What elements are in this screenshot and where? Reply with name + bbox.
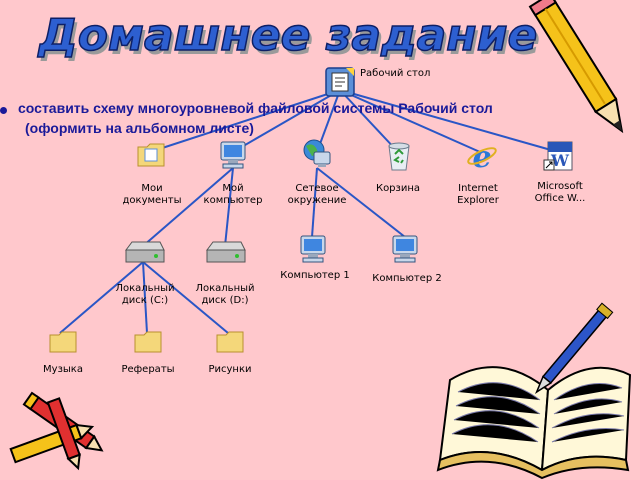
node-comp2-label: Компьютер 2 [372, 273, 442, 284]
page-title: Домашнее задание Домашнее задание [36, 9, 541, 65]
node-word-label: Microsoft Office W... [534, 181, 586, 204]
node-comp1-label: Компьютер 1 [280, 270, 350, 281]
title-text: Домашнее задание [37, 10, 538, 61]
folder-essays-icon [134, 331, 162, 353]
internet-explorer-icon: e [467, 140, 497, 175]
svg-text:W: W [550, 151, 570, 170]
node-desktop-label: Рабочий стол [360, 68, 431, 79]
desktop-icon [325, 67, 355, 97]
title-shadow: Домашнее задание [40, 14, 541, 65]
node-music-label: Музыка [43, 364, 83, 375]
task-line-1: составить схему многоуровневой файловой … [18, 100, 493, 116]
disk-d-icon [206, 241, 246, 263]
node-essays-label: Рефераты [121, 364, 175, 375]
notebook-pen-icon [436, 302, 632, 480]
node-recycle-label: Корзина [375, 183, 421, 194]
node-pictures-label: Рисунки [208, 364, 252, 375]
network-icon [303, 139, 331, 167]
folder-music-icon [49, 331, 77, 353]
my-computer-icon [220, 141, 246, 169]
bullet-point [0, 107, 7, 114]
disk-c-icon [125, 241, 165, 263]
node-network-label: Сетевое окружение [287, 183, 347, 206]
computer-1-icon [300, 235, 326, 263]
pencil-icon [528, 0, 624, 134]
task-line-2: (оформить на альбомном листе) [25, 120, 254, 136]
folder-pictures-icon [216, 331, 244, 353]
computer-2-icon [392, 235, 418, 263]
my-documents-icon [137, 143, 165, 167]
word-icon: W [543, 141, 573, 171]
crayons-icon [9, 391, 104, 471]
node-my-computer-label: Мой компьютер [203, 183, 263, 206]
node-disk-c-label: Локальный диск (C:) [115, 283, 175, 306]
node-ie-label: Internet Explorer [457, 183, 499, 206]
recycle-bin-icon [388, 142, 410, 171]
node-disk-d-label: Локальный диск (D:) [195, 283, 255, 306]
node-my-documents-label: Мои документы [122, 183, 182, 206]
